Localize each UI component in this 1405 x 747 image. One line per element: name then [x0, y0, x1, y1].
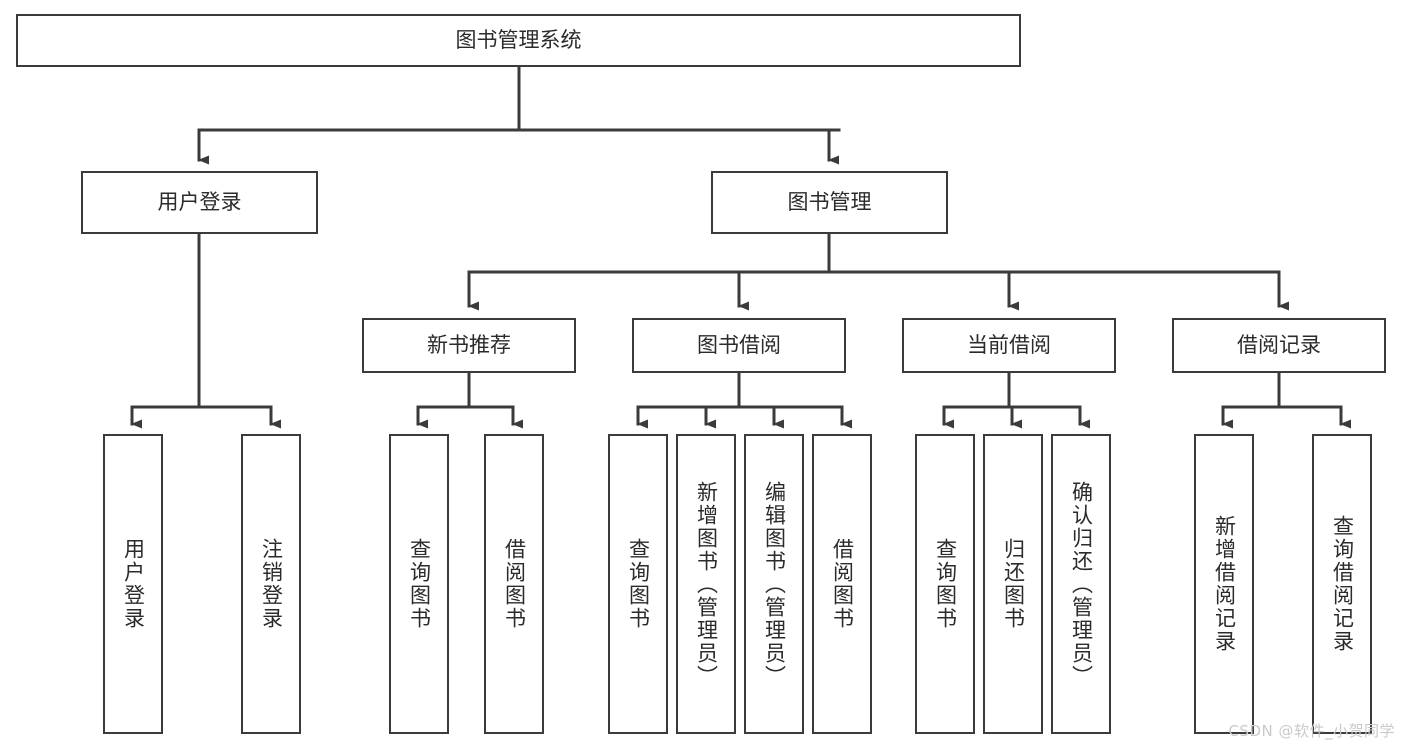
leaf-query-book-current[interactable]: 查询图书	[915, 434, 975, 734]
leaf-query-book-borrow[interactable]: 查询图书	[608, 434, 668, 734]
node-label: 图书借阅	[697, 332, 781, 357]
node-label: 用户登录	[121, 538, 146, 630]
node-book-management[interactable]: 图书管理	[711, 171, 948, 234]
node-borrow-record[interactable]: 借阅记录	[1172, 318, 1386, 373]
node-label: 查询图书	[626, 538, 651, 630]
node-label: 新增借阅记录	[1212, 515, 1237, 653]
leaf-add-borrow-record[interactable]: 新增借阅记录	[1194, 434, 1254, 734]
node-label: 借阅图书	[830, 538, 855, 630]
node-label: 新书推荐	[427, 332, 511, 357]
leaf-logout[interactable]: 注销登录	[241, 434, 301, 734]
node-label: 借阅记录	[1237, 332, 1321, 357]
leaf-borrow-book-recommend[interactable]: 借阅图书	[484, 434, 544, 734]
leaf-query-book-recommend[interactable]: 查询图书	[389, 434, 449, 734]
node-user-login[interactable]: 用户登录	[81, 171, 318, 234]
node-label: 查询借阅记录	[1330, 515, 1355, 653]
node-label: 图书管理	[787, 189, 872, 214]
node-label: 确认归还（管理员）	[1069, 480, 1094, 688]
node-book-borrow[interactable]: 图书借阅	[632, 318, 846, 373]
leaf-add-book-admin[interactable]: 新增图书（管理员）	[676, 434, 736, 734]
leaf-query-borrow-record[interactable]: 查询借阅记录	[1312, 434, 1372, 734]
node-new-book-recommend[interactable]: 新书推荐	[362, 318, 576, 373]
node-label: 归还图书	[1001, 538, 1026, 630]
node-label: 用户登录	[157, 189, 242, 214]
node-label: 查询图书	[933, 538, 958, 630]
node-current-borrow[interactable]: 当前借阅	[902, 318, 1116, 373]
node-label: 查询图书	[407, 538, 432, 630]
leaf-borrow-book[interactable]: 借阅图书	[812, 434, 872, 734]
node-label: 借阅图书	[502, 538, 527, 630]
node-label: 编辑图书（管理员）	[762, 480, 787, 688]
node-root-system[interactable]: 图书管理系统	[16, 14, 1021, 67]
leaf-edit-book-admin[interactable]: 编辑图书（管理员）	[744, 434, 804, 734]
node-label: 当前借阅	[967, 332, 1051, 357]
node-label: 图书管理系统	[455, 27, 582, 52]
node-label: 新增图书（管理员）	[694, 480, 719, 688]
leaf-confirm-return-admin[interactable]: 确认归还（管理员）	[1051, 434, 1111, 734]
node-label: 注销登录	[259, 538, 284, 630]
leaf-user-login[interactable]: 用户登录	[103, 434, 163, 734]
leaf-return-book[interactable]: 归还图书	[983, 434, 1043, 734]
